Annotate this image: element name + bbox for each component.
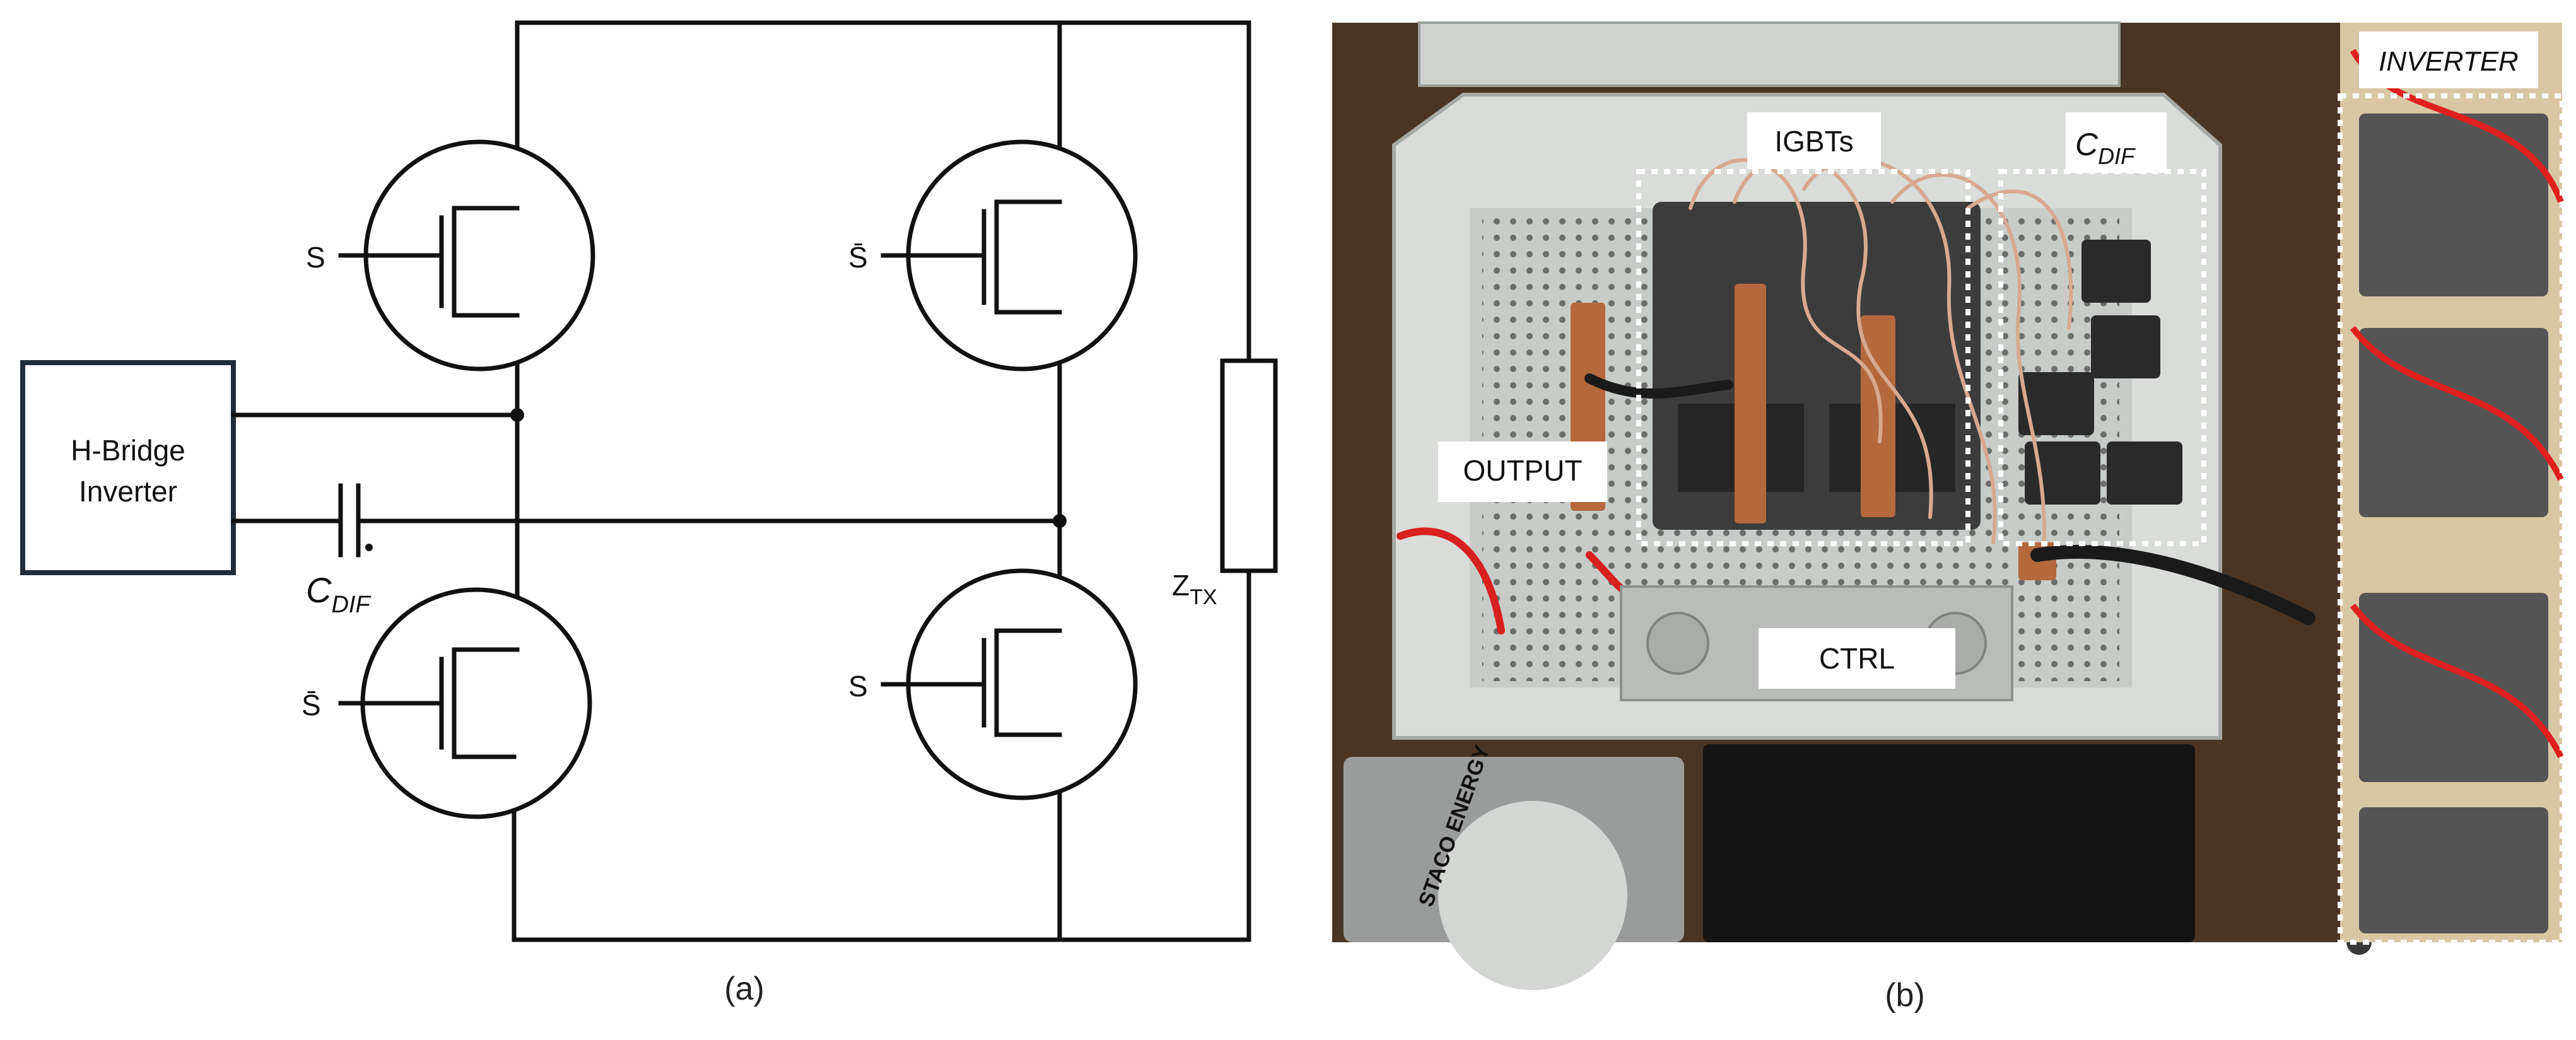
battery xyxy=(1703,744,2195,942)
mosfet-bottom-left-internal xyxy=(338,647,520,759)
load-label: ZTX xyxy=(1172,569,1217,609)
mosfet-top-left-internal xyxy=(338,206,520,318)
ctrl-tag xyxy=(1759,628,1955,689)
cdif-tag xyxy=(2066,112,2167,173)
junction-right xyxy=(1053,514,1067,528)
h-bridge-schematic: ZTX S S̄ S̄ S xyxy=(20,20,1278,1007)
igbts-label: IGBTs xyxy=(1774,125,1853,158)
knockout-1 xyxy=(1646,612,1709,675)
photo-panel: STACO ENERGY IGBTs CDIF INVERTER OUTPUT … xyxy=(1325,0,2576,1037)
igbts-dashed-box xyxy=(1636,169,1970,546)
inverter-line2: Inverter xyxy=(79,475,177,508)
inverter-label: INVERTER xyxy=(2379,46,2519,77)
capacitor-polarity-dot xyxy=(365,544,373,551)
mosfet-top-right-internal xyxy=(881,199,1062,315)
gate-label-bottom-right: S xyxy=(848,670,868,703)
igbts-tag xyxy=(1747,112,1881,169)
junction-left xyxy=(510,408,524,422)
ctrl-label: CTRL xyxy=(1819,642,1895,675)
inverter-line1: H-Bridge xyxy=(71,434,185,467)
caption-b: (b) xyxy=(1885,977,1925,1014)
inverter-dashed-box xyxy=(2338,93,2565,945)
inverter-tag xyxy=(2359,32,2538,88)
variac-dial xyxy=(1438,801,1627,990)
caption-a: (a) xyxy=(724,971,764,1007)
enclosure-lid xyxy=(1418,21,2121,87)
capacitor-blocks xyxy=(2018,240,2182,505)
capacitor-label: CDIF xyxy=(306,570,371,618)
output-label: OUTPUT xyxy=(1463,454,1582,487)
load-resistor xyxy=(1220,358,1278,573)
inverter-modules xyxy=(2359,114,2548,933)
hardware-photo: STACO ENERGY IGBTs CDIF INVERTER OUTPUT … xyxy=(1332,21,2565,1014)
mosfet-bottom-right-internal xyxy=(881,628,1062,737)
cdif-label: CDIF xyxy=(2075,127,2136,169)
gate-label-top-right: S̄ xyxy=(848,241,868,274)
schematic-panel: ZTX S S̄ S̄ S xyxy=(20,20,1278,1007)
output-tag xyxy=(1438,441,1607,502)
gate-label-top-left: S xyxy=(306,241,325,274)
inverter-box xyxy=(20,360,236,575)
gate-label-bottom-left: S̄ xyxy=(302,689,321,722)
